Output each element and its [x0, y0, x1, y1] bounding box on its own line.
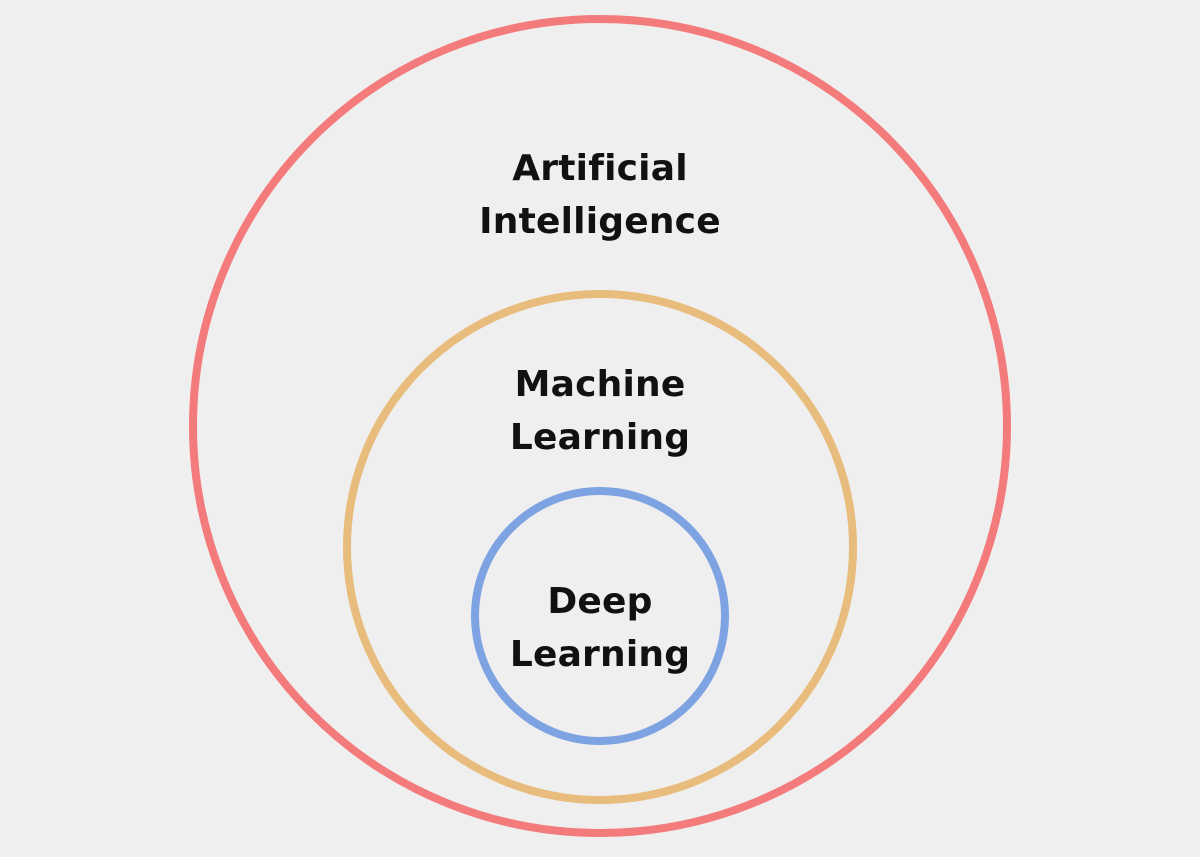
- ml-label-line-1: Machine: [514, 364, 686, 405]
- dl-label-line-2: Learning: [509, 634, 691, 675]
- ai-circle: [189, 15, 1011, 837]
- ai-label-line-2: Intelligence: [479, 201, 721, 242]
- ml-label: Machine Learning: [400, 358, 800, 464]
- dl-label: Deep Learning: [400, 575, 800, 681]
- ai-label-line-1: Artificial: [512, 148, 688, 189]
- ml-circle: [343, 290, 857, 804]
- ml-label-line-2: Learning: [509, 417, 691, 458]
- dl-label-line-1: Deep: [547, 581, 653, 622]
- dl-circle: [471, 487, 729, 745]
- ai-label: Artificial Intelligence: [400, 142, 800, 248]
